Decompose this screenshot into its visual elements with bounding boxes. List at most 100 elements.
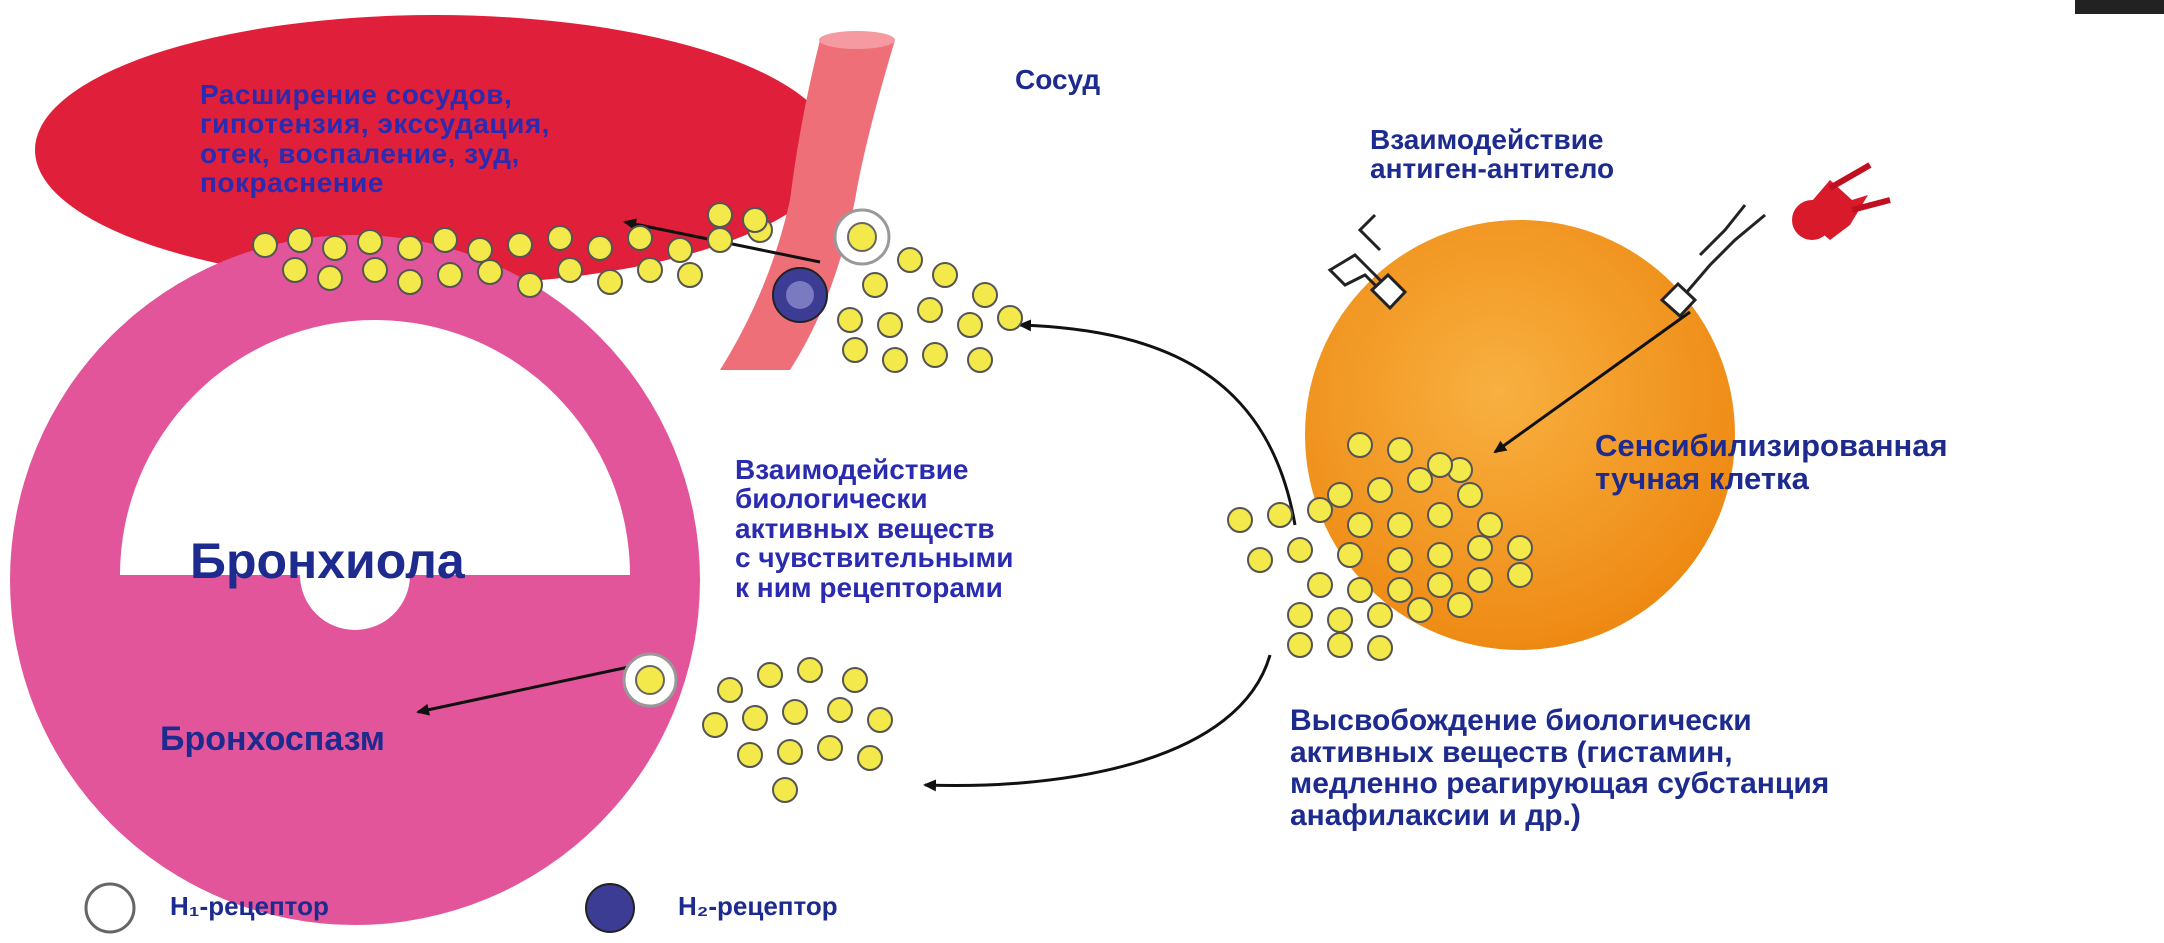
granule [1228,508,1252,532]
granule [363,258,387,282]
interaction-line1: Взаимодействие [735,455,1013,484]
antigen [1792,165,1890,240]
granule [1428,453,1452,477]
release-line2: активных веществ (гистамин, [1290,737,1829,769]
granule [1508,536,1532,560]
granule [253,233,277,257]
granule [1388,513,1412,537]
granule [1308,573,1332,597]
bronchospasm-label: Бронхоспазм [160,722,385,758]
granule [898,248,922,272]
granule [703,713,727,737]
vessel-label: Сосуд [1015,65,1100,94]
interaction-line5: к ним рецепторами [735,573,1013,602]
granule [923,343,947,367]
granule [1368,603,1392,627]
granule [358,230,382,254]
granule [668,238,692,262]
mast-cell-line2: тучная клетка [1595,463,1948,496]
interaction-line2: биологически [735,484,1013,513]
granule [438,263,462,287]
granule [628,226,652,250]
release-line1: Высвобождение биологически [1290,705,1829,737]
granule [798,658,822,682]
granule [1288,538,1312,562]
granule [1348,578,1372,602]
granule [1348,433,1372,457]
legend-h1-label: Н₁-рецептор [170,893,329,920]
granule [818,736,842,760]
granule [558,258,582,282]
granule [468,238,492,262]
granule [838,308,862,332]
effects-label: Расширение сосудов, гипотензия, экссудац… [200,80,550,198]
granule [288,228,312,252]
granule [958,313,982,337]
granule [398,270,422,294]
mast-cell-line1: Сенсибилизированная [1595,430,1948,463]
arrow-cell-to-bronchiole [925,655,1270,786]
granule [1408,468,1432,492]
granule [1468,568,1492,592]
granule [718,678,742,702]
granule [398,236,422,260]
h2-receptor-core [786,281,814,309]
granule [1388,548,1412,572]
granule [1448,593,1472,617]
granule [828,698,852,722]
granule [738,743,762,767]
granule [283,258,307,282]
granule [1368,636,1392,660]
granule [1508,563,1532,587]
granule [973,283,997,307]
granule [933,263,957,287]
granule [433,228,457,252]
granule [1288,633,1312,657]
granule [773,778,797,802]
granule [1408,598,1432,622]
granule [708,228,732,252]
legend-h1-circle [86,884,134,932]
release-line3: медленно реагирующая субстанция [1290,768,1829,800]
granule [1388,578,1412,602]
arrow-cell-to-vessel [1020,325,1295,525]
granule [1248,548,1272,572]
granule [598,270,622,294]
legend-h2-circle [586,884,634,932]
granule [508,233,532,257]
granule [1468,536,1492,560]
granule [883,348,907,372]
granule [1368,478,1392,502]
granule [1328,608,1352,632]
granule [1268,503,1292,527]
granule [1338,543,1362,567]
granule [743,208,767,232]
vessel-opening [819,31,895,49]
legend-h2-label: Н₂-рецептор [678,893,838,920]
granule [708,203,732,227]
corner-block [2075,0,2164,14]
granule [968,348,992,372]
granule [518,273,542,297]
granule [778,740,802,764]
granule [1288,603,1312,627]
antibody-right [1662,205,1765,316]
granule [1428,543,1452,567]
effects-line3: отек, воспаление, зуд, [200,139,550,168]
mast-cell-label: Сенсибилизированная тучная клетка [1595,430,1948,495]
granule [998,306,1022,330]
granule [1328,483,1352,507]
granule [863,273,887,297]
granule [783,700,807,724]
granule [868,708,892,732]
effects-line2: гипотензия, экссудация, [200,109,550,138]
release-line4: анафилаксии и др.) [1290,800,1829,832]
antigen-antibody-line1: Взаимодействие [1370,125,1614,154]
interaction-line3: активных веществ [735,514,1013,543]
granule [478,260,502,284]
effects-line4: покраснение [200,168,550,197]
granule [1348,513,1372,537]
granule [843,668,867,692]
granule-on-h1-bronchiole [636,666,664,694]
